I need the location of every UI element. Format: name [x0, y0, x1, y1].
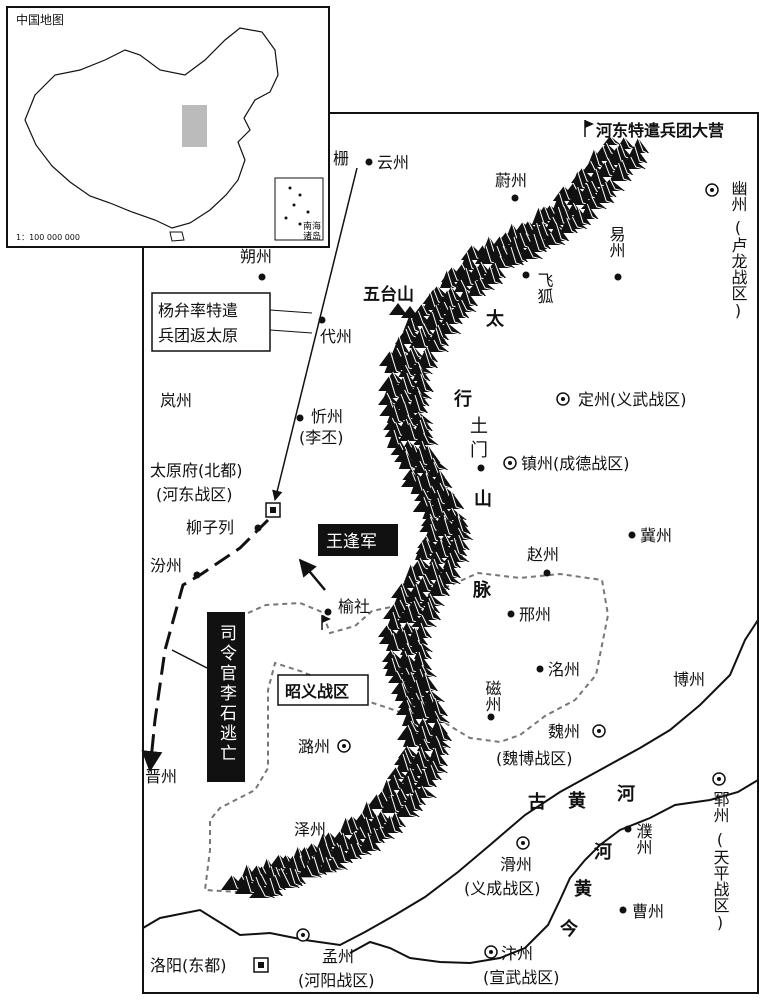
label-lulong: (卢龙战区): [729, 218, 748, 320]
ancient-river-char-3: 河: [617, 784, 635, 805]
label-luzhou: 潞州: [298, 737, 330, 756]
wutai-mountain-label: 五台山: [363, 284, 414, 305]
label-mengzhou: 孟州: [322, 947, 354, 966]
si-callout-box: [207, 612, 245, 782]
label-dingzhou: 定州(义武战区): [578, 390, 687, 409]
taihang-char-3: 山: [474, 489, 492, 510]
label-puzhou: 濮州: [634, 823, 653, 855]
label-zhaozhou: 赵州: [527, 545, 559, 564]
capital-markers: [253, 502, 281, 973]
label-xuanwu: (宣武战区): [483, 968, 560, 987]
wang-callout-label: 王逢军: [326, 532, 377, 552]
label-heyang: (河阳战区): [298, 971, 375, 990]
hq-label: 河东特遣兵团大营: [596, 121, 724, 140]
taihang-mountain-range: [221, 135, 649, 899]
yang-callout-leader-2: [269, 329, 313, 334]
taihang-char-4: 脉: [472, 579, 492, 601]
south-sea-box: [274, 177, 324, 241]
south-sea-label-2: 诸岛: [303, 230, 321, 242]
label-yicheng: (义成战区): [464, 879, 541, 898]
ancient-river-char-1: 古: [528, 791, 546, 813]
label-yizhou: 易州: [607, 226, 626, 258]
zhaoyi-label-box: [277, 674, 369, 706]
label-shan: 栅: [333, 149, 349, 168]
label-tianping: (天平战区): [711, 830, 730, 932]
label-taiyuan: 太原府(北都): [150, 461, 243, 480]
label-youzhou: 幽州: [729, 180, 748, 212]
settlement-markers: [149, 158, 636, 914]
zone-seat-markers: [296, 183, 726, 959]
wang-callout-box: [318, 524, 398, 556]
label-daizhou: 代州: [320, 327, 352, 346]
label-zezhou: 泽州: [294, 820, 326, 839]
label-weizhou: 蔚州: [495, 171, 527, 190]
inset-highlight-area: [182, 105, 207, 147]
modern-river-char-2: 黄: [574, 878, 592, 900]
label-liuzilie: 柳子列: [186, 518, 234, 537]
label-jizhou: 冀州: [640, 526, 672, 545]
yang-callout-leader-1: [269, 309, 313, 314]
inset-title: 中国地图: [16, 12, 64, 27]
yang-callout-line-2: 兵团返太原: [158, 326, 238, 345]
modern-yellow-river: [349, 779, 759, 965]
zhaoyi-label: 昭义战区: [285, 682, 349, 701]
si-callout-leader: [171, 649, 208, 669]
li-shi-flight-route: [141, 518, 270, 773]
china-outline: [24, 27, 279, 229]
zhaoyi-zone-boundary: [203, 571, 610, 894]
ancient-river-char-2: 黄: [568, 790, 586, 812]
label-lanzhou: 岚州: [160, 391, 192, 410]
label-weizhou2: 魏州: [548, 722, 580, 741]
modern-river-char-3: 今: [560, 918, 579, 940]
label-bianzhou: 汴州: [501, 944, 533, 963]
tumen-char-2: 门: [470, 440, 488, 461]
label-yushe: 榆社: [338, 597, 370, 616]
label-xingzhou: 邢州: [519, 605, 551, 624]
inset-scale: 1：100 000 000: [16, 233, 80, 242]
si-callout-label: 司令官李石逃亡: [216, 624, 237, 764]
modern-river-char-1: 河: [594, 842, 612, 863]
label-feihu: 飞狐: [535, 272, 554, 304]
label-fenzhou: 汾州: [150, 556, 182, 575]
label-li-pi: (李丕): [299, 428, 344, 447]
label-mingzhou: 洺州: [548, 660, 580, 679]
inset-map: 中国地图 1：100 000 000 南海 诸岛: [6, 6, 330, 248]
label-jinzhou: 晋州: [145, 767, 177, 786]
label-yunzhou: 云州: [377, 153, 409, 172]
label-caozhou: 曹州: [632, 902, 664, 921]
label-yunzhou2: 郓州: [711, 791, 730, 823]
label-zhenzhou: 镇州(成德战区): [521, 454, 630, 473]
label-weibo: (魏博战区): [496, 749, 573, 768]
label-hedong: (河东战区): [156, 485, 233, 504]
tumen-char-1: 土: [470, 416, 488, 437]
label-shuozhou: 朔州: [240, 247, 272, 266]
yang-callout-box: [151, 292, 271, 352]
label-luoyang: 洛阳(东都): [150, 956, 227, 975]
yushe-flag: [321, 615, 331, 630]
taihang-char-2: 行: [453, 388, 472, 410]
label-xinzhou: 忻州: [311, 407, 343, 426]
yang-bian-return-route: [272, 167, 358, 502]
label-bozhou: 博州: [673, 670, 705, 689]
ancient-yellow-river: [142, 619, 759, 947]
label-huazhou: 滑州: [500, 855, 532, 874]
south-sea-label-1: 南海: [303, 220, 321, 232]
label-cizhou: 磁州: [483, 680, 502, 712]
taihang-char-1: 太: [486, 308, 505, 330]
wang-feng-army-arrow: [298, 558, 326, 591]
hq-marker: [584, 120, 594, 137]
yang-callout-line-1: 杨弁率特遣: [158, 301, 238, 320]
